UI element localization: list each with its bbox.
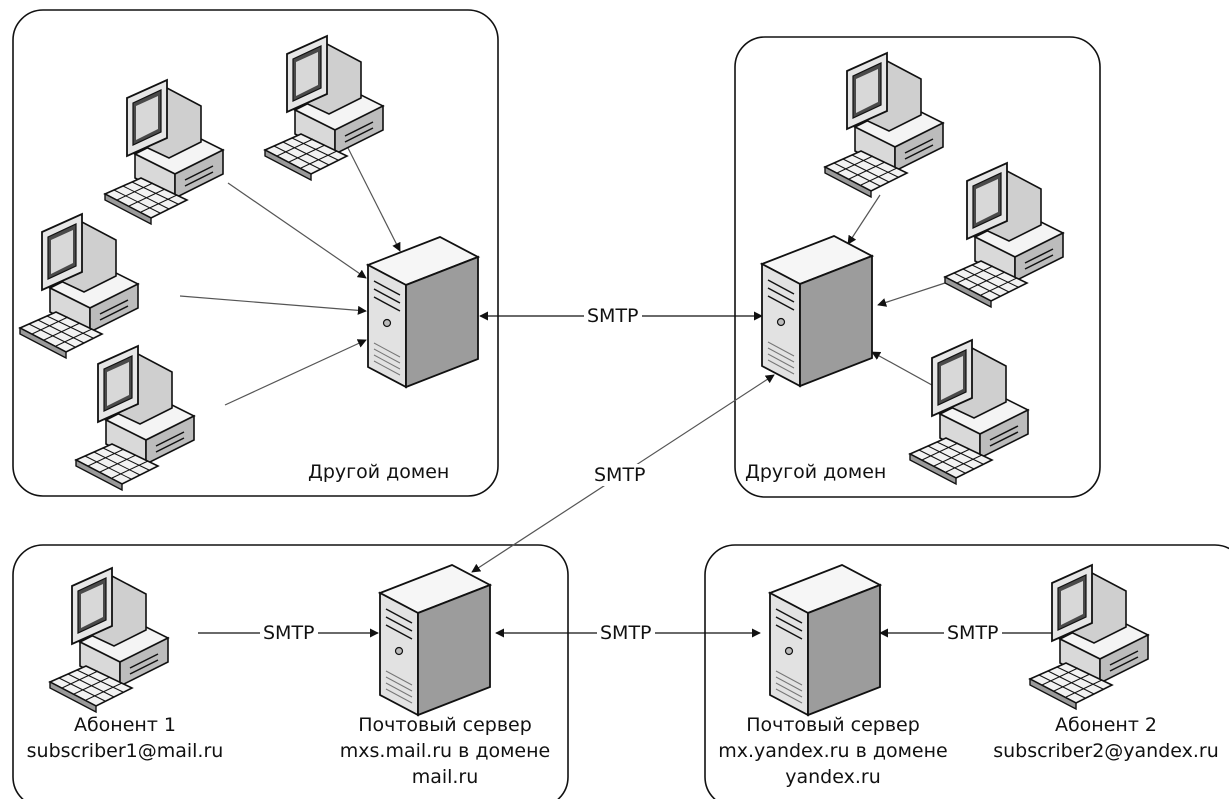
server-icon-mailru: [379, 564, 491, 716]
domain-frame-top-left: [12, 9, 499, 497]
workstation-icon-tl-3: [19, 213, 139, 359]
subscriber2-email: subscriber2@yandex.ru: [993, 740, 1219, 762]
mail-server-mailru-caption: Почтовый сервер mxs.mail.ru в домене mai…: [325, 712, 565, 790]
server-icon-tr: [761, 235, 873, 387]
domain-frame-top-right: [734, 36, 1101, 498]
workstation-icon-subscriber2: [1029, 564, 1149, 710]
domain-label-top-left: Другой домен: [308, 461, 450, 483]
mail-server-mailru-line1: Почтовый сервер: [358, 714, 532, 736]
smtp-label-subscriber2: SMTP: [944, 622, 1002, 644]
workstation-icon-tl-2: [264, 35, 384, 181]
workstation-icon-tr-2: [944, 162, 1064, 308]
subscriber1-email: subscriber1@mail.ru: [26, 740, 224, 762]
smtp-label-diagonal: SMTP: [591, 464, 649, 486]
mail-server-yandex-line1: Почтовый сервер: [746, 714, 920, 736]
server-icon-tl: [367, 236, 479, 388]
domain-frame-mailru: [12, 544, 569, 799]
subscriber1-caption: Абонент 1 subscriber1@mail.ru: [0, 712, 250, 764]
mail-server-yandex-line3: yandex.ru: [785, 766, 881, 788]
domain-label-top-right: Другой домен: [745, 461, 887, 483]
domain-frame-yandex: [704, 544, 1229, 799]
smtp-label-mail-servers: SMTP: [597, 622, 655, 644]
workstation-icon-tr-3: [909, 339, 1029, 485]
mail-server-mailru-line2: mxs.mail.ru в домене: [339, 740, 551, 762]
smtp-label-servers: SMTP: [584, 305, 642, 327]
mail-server-yandex-line2: mx.yandex.ru в домене: [718, 740, 948, 762]
workstation-icon-tl-1: [104, 79, 224, 225]
workstation-icon-tl-4: [75, 345, 195, 491]
smtp-label-subscriber1: SMTP: [260, 622, 318, 644]
workstation-icon-tr-1: [824, 52, 944, 198]
mail-server-yandex-caption: Почтовый сервер mx.yandex.ru в домене ya…: [708, 712, 958, 790]
subscriber2-caption: Абонент 2 subscriber2@yandex.ru: [983, 712, 1229, 764]
server-icon-yandex: [769, 564, 881, 716]
subscriber2-name: Абонент 2: [1054, 714, 1158, 736]
mail-server-mailru-line3: mail.ru: [411, 766, 479, 788]
subscriber1-name: Абонент 1: [73, 714, 177, 736]
workstation-icon-subscriber1: [49, 567, 169, 713]
